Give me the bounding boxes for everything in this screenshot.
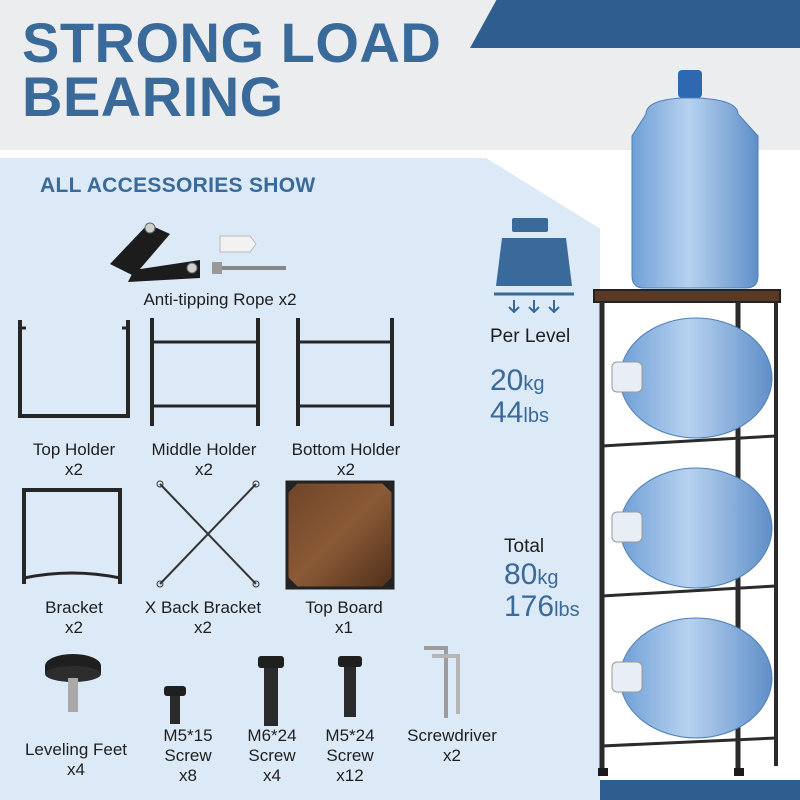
- down-arrow-icon: [508, 300, 560, 314]
- bracket-image: [22, 488, 122, 584]
- m5-15-screw-image: [164, 686, 186, 724]
- per-level-label: Per Level: [490, 326, 571, 347]
- bottom-holder-image: [296, 318, 394, 426]
- header-accent-stripe: [470, 0, 800, 48]
- headline-line-1: STRONG LOAD: [22, 11, 442, 74]
- headline-line-2: BEARING: [22, 65, 284, 128]
- accessory-label-top-board: Top Board x1: [305, 598, 383, 637]
- m6-24-screw-image: [258, 656, 284, 726]
- leveling-feet-image: [45, 654, 101, 712]
- accessory-label-leveling-feet: Leveling Feet x4: [24, 740, 128, 779]
- screwdriver-image: [424, 646, 460, 718]
- per-level-kg: 20kg: [490, 364, 545, 397]
- top-board-image: [285, 480, 395, 590]
- water-rack-image: [593, 70, 781, 776]
- m5-24-screw-image: [338, 656, 362, 717]
- accessory-label-bracket: Bracket x2: [45, 598, 103, 637]
- accessory-label-anti-tipping-rope: Anti-tipping Rope x2: [143, 290, 297, 309]
- middle-holder-image: [150, 318, 260, 426]
- total-kg: 80kg: [504, 558, 559, 591]
- accessories-title: ALL ACCESSORIES SHOW: [40, 174, 316, 197]
- accessory-label-m5-15-screw: M5*15 Screw x8: [163, 726, 213, 785]
- accessory-label-middle-holder: Middle Holder x2: [151, 440, 257, 479]
- x-back-bracket-image: [156, 480, 260, 588]
- water-bottle-icon: [631, 70, 759, 289]
- accessory-label-m5-24-screw: M5*24 Screw x12: [325, 726, 375, 785]
- total-lbs: 176lbs: [504, 590, 580, 623]
- accessory-label-bottom-holder: Bottom Holder x2: [291, 440, 401, 479]
- accessory-label-top-holder: Top Holder x2: [32, 440, 116, 479]
- anti-tipping-rope-image: [110, 222, 286, 282]
- total-label: Total: [504, 536, 545, 557]
- accessory-label-x-back-bracket: X Back Bracket x2: [144, 598, 262, 637]
- headline: STRONG LOAD BEARING: [22, 11, 442, 128]
- accessory-label-m6-24-screw: M6*24 Screw x4: [247, 726, 297, 785]
- weight-icon: [494, 218, 574, 314]
- per-level-lbs: 44lbs: [490, 396, 549, 429]
- accessory-label-screwdriver: Screwdriver x2: [407, 726, 497, 765]
- top-holder-image: [18, 320, 130, 418]
